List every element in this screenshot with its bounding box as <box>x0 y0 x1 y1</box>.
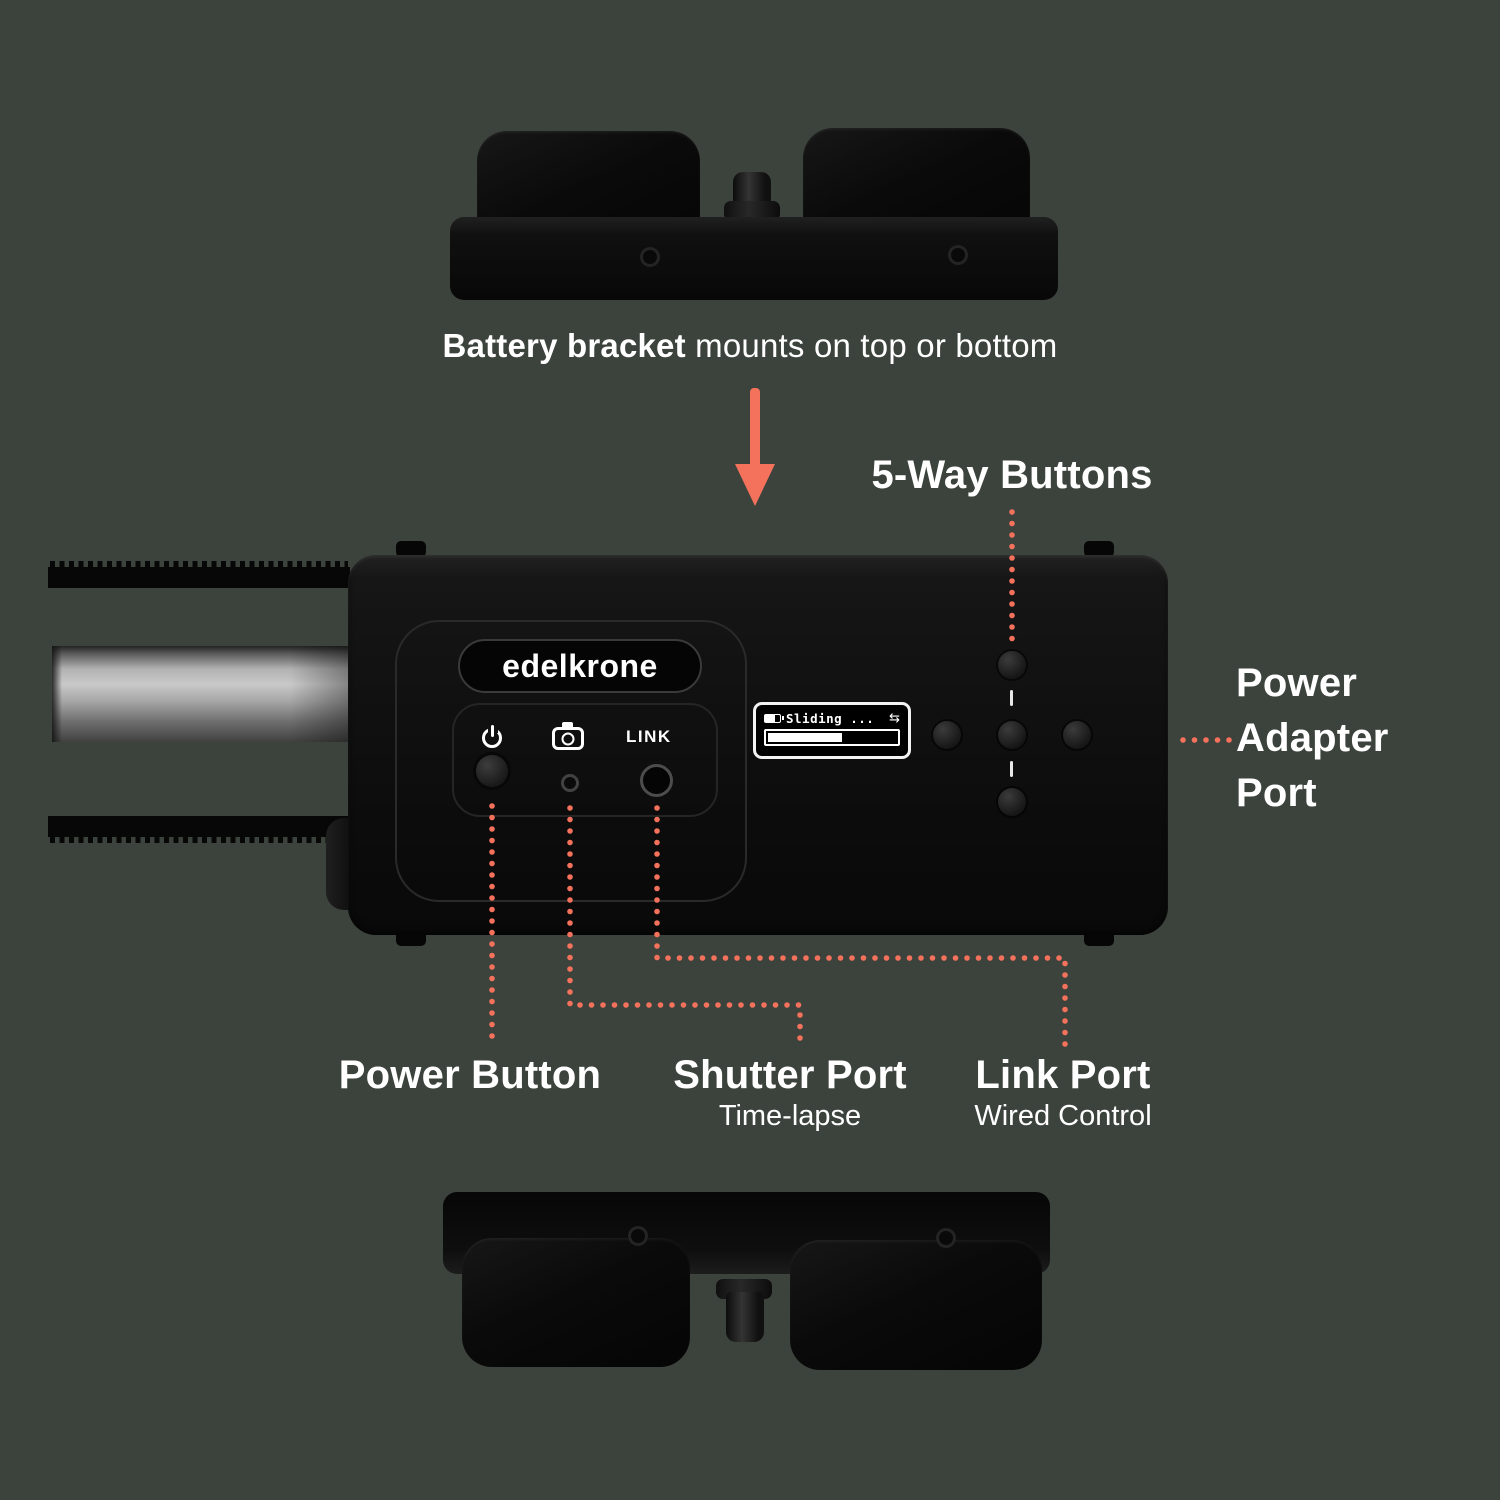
label-shutter-port: Shutter Port <box>673 1053 907 1097</box>
five-way-up-button <box>998 651 1026 679</box>
five-way-center-button <box>998 721 1026 749</box>
edelkrone-logo: edelkrone <box>458 639 702 693</box>
label-shutter-sub: Time-lapse <box>718 1100 862 1132</box>
slide-module-device: edelkrone LINK Sliding ... ⇆ <box>348 555 1168 935</box>
slider-rail <box>52 646 350 742</box>
battery-plate-left <box>462 1238 690 1367</box>
brand-text: edelkrone <box>502 647 658 684</box>
link-port-label: LINK <box>626 727 672 746</box>
screw-icon <box>628 1226 648 1246</box>
caption-rest-text: mounts on top or bottom <box>685 327 1058 364</box>
screw-icon <box>640 247 660 267</box>
progress-bar-fill <box>768 733 842 742</box>
caption-bold-text: Battery bracket <box>442 327 686 364</box>
label-five-way-buttons: 5-Way Buttons <box>871 453 1153 497</box>
five-way-tick-top <box>1010 690 1013 706</box>
power-icon <box>481 725 505 749</box>
label-power-adapter-line3: Port <box>1236 771 1317 815</box>
screw-icon <box>936 1228 956 1248</box>
drive-belt-top <box>48 561 350 588</box>
shutter-port <box>561 774 579 792</box>
label-link-port: Link Port <box>975 1053 1151 1097</box>
link-port <box>640 764 673 797</box>
progress-bar <box>764 729 900 746</box>
battery-bracket-caption: Battery bracket mounts on top or bottom <box>0 327 1500 365</box>
power-button <box>476 755 508 787</box>
mounting-foot <box>396 541 426 557</box>
oled-screen: Sliding ... ⇆ <box>753 702 911 759</box>
label-power-adapter-line2: Adapter <box>1236 716 1389 760</box>
five-way-down-button <box>998 788 1026 816</box>
five-way-tick-bottom <box>1010 761 1013 777</box>
mount-knob <box>726 1292 764 1342</box>
mount-knob-base <box>724 201 780 221</box>
mounting-foot <box>1084 541 1114 557</box>
label-power-adapter-line1: Power <box>1236 661 1358 705</box>
drive-belt-bottom <box>48 816 352 843</box>
five-way-left-button <box>933 721 961 749</box>
power-icon-bar <box>490 725 494 737</box>
label-link-sub: Wired Control <box>974 1100 1152 1132</box>
battery-plate-right <box>790 1240 1042 1370</box>
label-power-button: Power Button <box>338 1053 602 1097</box>
battery-icon <box>764 713 784 723</box>
down-arrow-icon <box>735 388 775 506</box>
screen-status-text: Sliding ... <box>786 710 875 726</box>
label-power-adapter-port: Power Adapter Port <box>1236 656 1389 821</box>
loop-arrow-icon: ⇆ <box>889 710 900 726</box>
camera-icon <box>552 722 584 750</box>
oled-status-row: Sliding ... ⇆ <box>764 710 900 726</box>
screw-icon <box>948 245 968 265</box>
five-way-right-button <box>1063 721 1091 749</box>
